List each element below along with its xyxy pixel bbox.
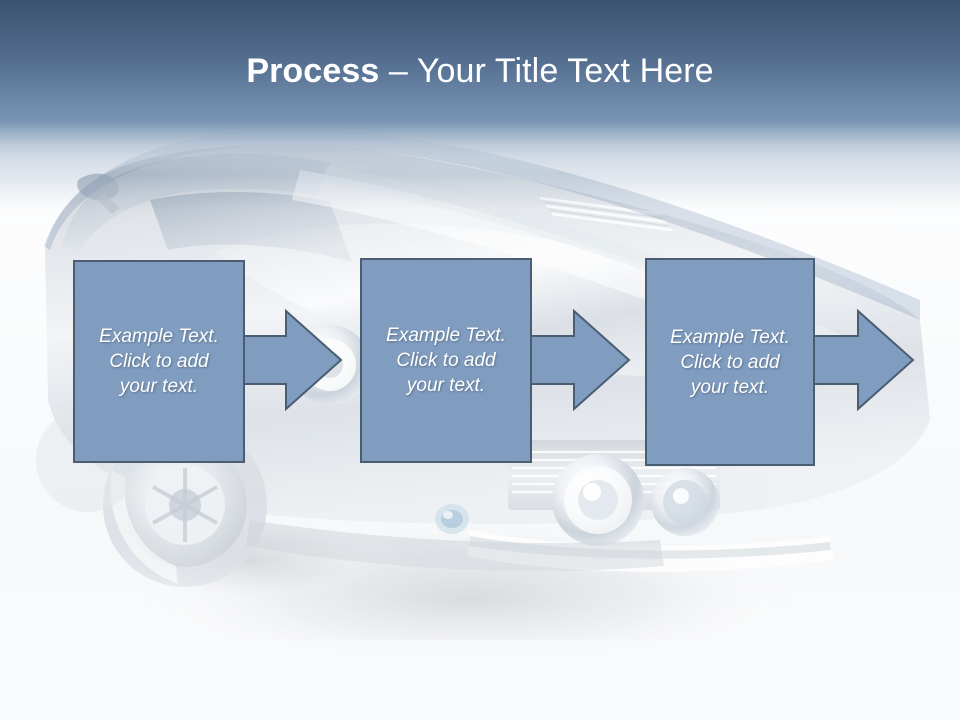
title-band-fade [0,122,960,174]
process-arrow-2[interactable] [516,300,632,420]
process-step-box-3[interactable]: Example Text. Click to add your text. [645,258,815,466]
process-step-box-2[interactable]: Example Text. Click to add your text. [360,258,532,463]
process-step-text-3: Example Text. Click to add your text. [670,326,790,398]
process-arrow-1[interactable] [228,300,344,420]
page-title-strong: Process [246,52,380,90]
process-step-box-1[interactable]: Example Text. Click to add your text. [73,260,245,463]
process-step-text-1: Example Text. Click to add your text. [99,326,219,397]
page-title-light: – Your Title Text Here [379,52,714,90]
process-step-text-2: Example Text. Click to add your text. [386,325,506,396]
process-arrow-3[interactable] [800,300,916,420]
page-title: Process – Your Title Text Here [0,50,960,92]
title-band [0,0,960,123]
